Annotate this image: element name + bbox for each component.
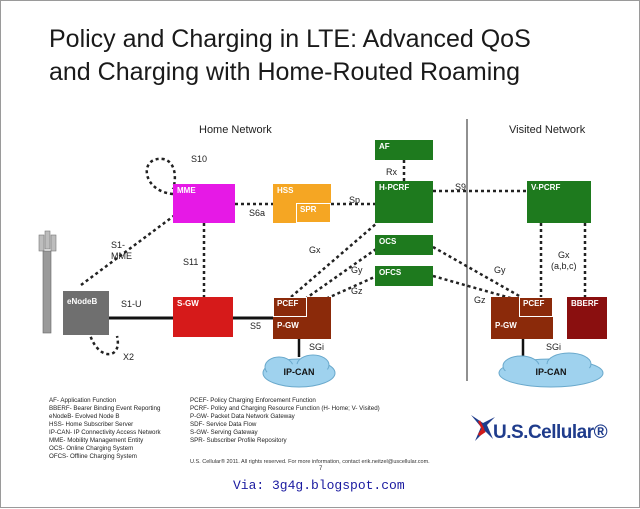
legend-right: PCEF- Policy Charging Enforcement Functi… [190, 397, 380, 445]
node-p-gw-visited: P-GW PCEF [491, 297, 553, 339]
visited-network-label: Visited Network [509, 124, 586, 136]
legend-left-item: HSS- Home Subscriber Server [49, 421, 134, 428]
s10-loop [145, 157, 177, 196]
cell-tower-icon [38, 230, 57, 334]
legend-right-item: SDF- Service Data Flow [190, 421, 257, 428]
label-gx-home: Gx [309, 245, 321, 255]
label-gy-home: Gy [351, 265, 363, 275]
title-line-1: Policy and Charging in LTE: Advanced QoS [49, 25, 531, 53]
label-gy-visited: Gy [494, 265, 506, 275]
node-ofcs: OFCS [375, 266, 433, 286]
node-af: AF [375, 140, 433, 160]
p-gw-visited-label: P-GW [495, 321, 517, 330]
label-sp: Sp [349, 195, 361, 205]
legend-right-item: PCEF- Policy Charging Enforcement Functi… [190, 397, 316, 404]
link-gy-visited [432, 245, 522, 299]
label-s1-mme: S1- MME [111, 240, 132, 261]
label-s5: S5 [250, 321, 262, 331]
link-gz-home [320, 273, 380, 303]
node-spr: SPR [296, 203, 331, 223]
node-ocs: OCS [375, 235, 433, 255]
legend-left-item: BBERF- Bearer Binding Event Reporting [49, 405, 161, 412]
node-enodeb: eNodeB [63, 291, 109, 335]
label-gz-visited: Gz [474, 295, 486, 305]
label-s11: S11 [183, 257, 199, 267]
legend-right-item: SPR- Subscriber Profile Repository [190, 437, 287, 444]
label-rx: Rx [386, 167, 397, 177]
us-cellular-logo: U.S.Cellular® [493, 422, 608, 443]
node-bberf: BBERF [567, 297, 607, 339]
node-h-pcrf: H-PCRF [375, 181, 433, 223]
p-gw-home-label: P-GW [277, 321, 299, 330]
hss-label: HSS [277, 186, 294, 195]
label-gx-abc: Gx (a,b,c) [551, 250, 577, 271]
node-p-gw-home: PCEF P-GW [273, 297, 331, 339]
legend-left-item: OFCS- Offline Charging System [49, 453, 137, 460]
slide-title: Policy and Charging in LTE: Advanced QoS… [49, 23, 609, 89]
ipcan-visited-label: IP-CAN [535, 367, 567, 377]
copyright-text: U.S. Cellular® 2011. All rights reserved… [190, 459, 430, 465]
home-network-label: Home Network [199, 124, 272, 136]
node-hss: HSS SPR [273, 184, 331, 223]
legend-left-item: MME- Mobility Management Entity [49, 437, 144, 444]
link-s1-mme [80, 213, 176, 287]
node-v-pcrf: V-PCRF [527, 181, 591, 223]
node-pcef-home: PCEF [273, 297, 307, 317]
label-s9: S9 [455, 182, 467, 192]
legend-right-item: S-GW- Serving Gateway [190, 429, 258, 436]
us-cellular-star-logo-icon [471, 415, 495, 441]
link-gx-home [290, 222, 378, 298]
label-s6a: S6a [249, 208, 266, 218]
cloud-ipcan-visited [498, 352, 604, 388]
legend-right-item: P-GW- Packet Data Network Gateway [190, 413, 295, 420]
label-sgi-visited: SGi [546, 342, 562, 352]
legend-left-item: IP-CAN- IP Connectivity Access Network [49, 429, 161, 436]
via-source-credit: Via: 3g4g.blogspot.com [233, 478, 405, 493]
title-line-2: and Charging with Home-Routed Roaming [49, 58, 521, 86]
label-gz-home: Gz [351, 286, 363, 296]
node-s-gw: S-GW [173, 297, 233, 337]
label-x2: X2 [123, 352, 135, 362]
legend-left-item: eNodeB- Evolved Node B [49, 413, 120, 420]
label-sgi-home: SGi [309, 342, 325, 352]
cloud-ipcan-home [262, 354, 336, 388]
node-mme: MME [173, 184, 235, 223]
node-pcef-visited: PCEF [519, 297, 553, 317]
legend-left-item: AF- Application Function [49, 397, 117, 404]
x2-loop [87, 330, 120, 356]
ipcan-home-label: IP-CAN [283, 367, 315, 377]
legend-left-item: OCS- Online Charging System [49, 445, 134, 452]
label-s1-u: S1-U [121, 299, 142, 309]
page-number: 7 [319, 466, 323, 472]
label-s10: S10 [191, 154, 208, 164]
legend-right-item: PCRF- Policy and Charging Resource Funct… [190, 405, 380, 412]
